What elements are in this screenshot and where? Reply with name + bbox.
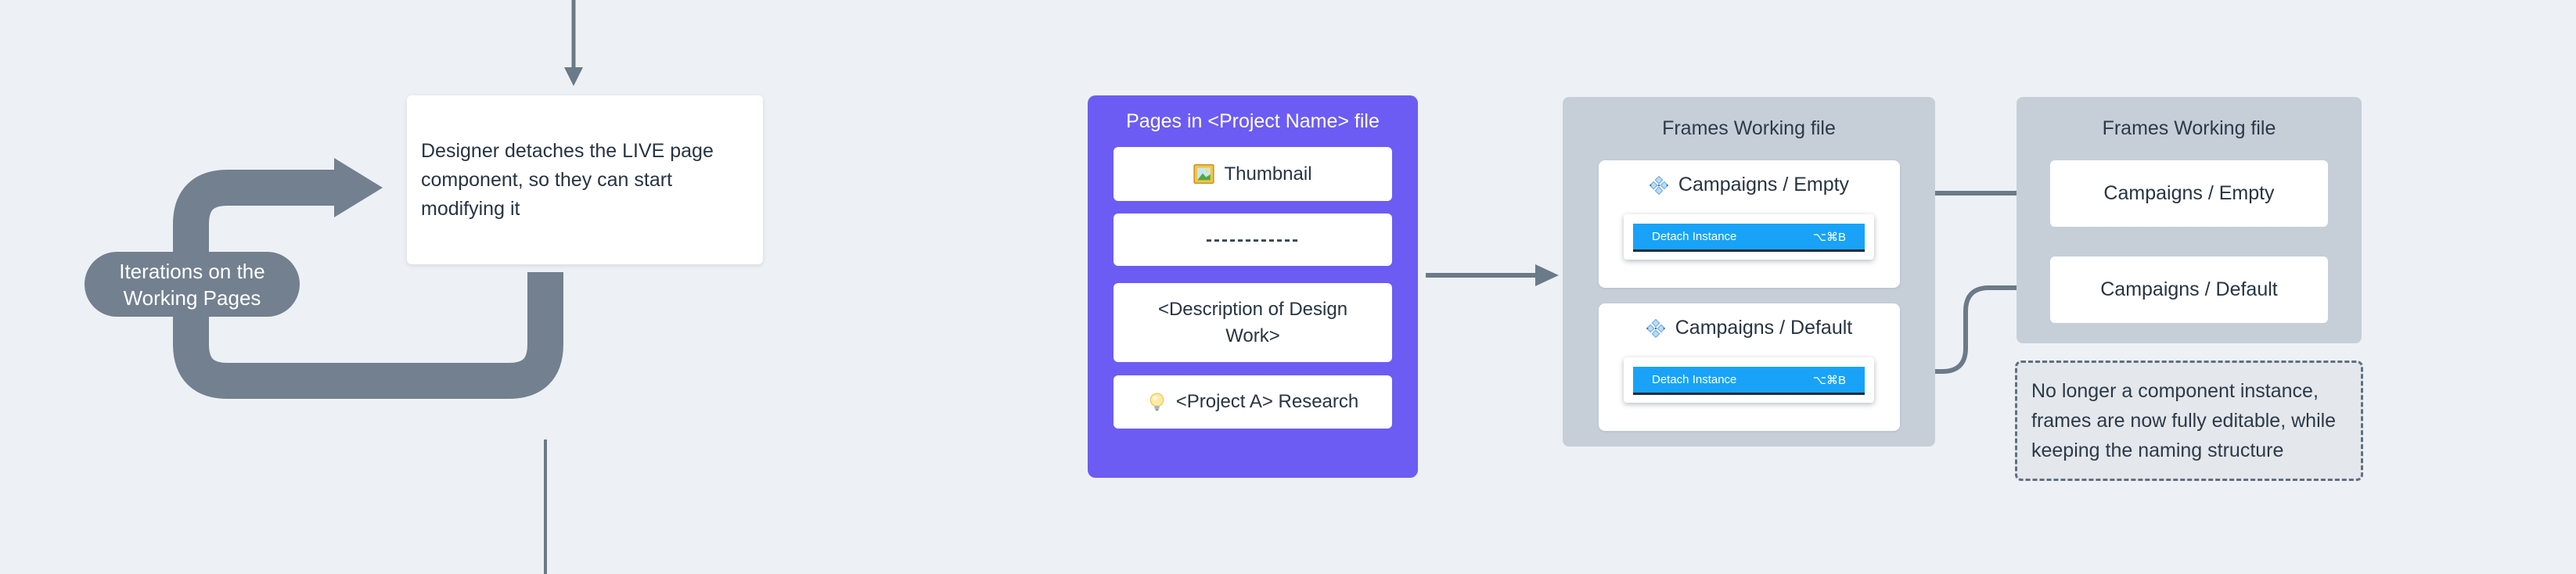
result-card-campaigns-empty[interactable]: Campaigns / Empty	[2050, 160, 2328, 227]
editable-frames-callout[interactable]: No longer a component instance, frames a…	[2015, 361, 2363, 481]
step-note-card[interactable]: Designer detaches the LIVE page componen…	[407, 95, 763, 264]
iteration-loop-label[interactable]: Iterations on the Working Pages	[85, 252, 300, 317]
page-row-label: <Description of Design Work>	[1157, 298, 1348, 346]
callout-text: No longer a component instance, frames a…	[2031, 380, 2337, 461]
pages-to-frames-arrowhead-icon	[1535, 264, 1559, 286]
framed-picture-icon	[1193, 163, 1215, 185]
frames-working-panel[interactable]: Frames Working file	[1563, 97, 1935, 447]
page-row-label: <Project A> Research	[1175, 391, 1359, 412]
frames-working-panel-title: Frames Working file	[1662, 117, 1836, 139]
default-card-arrow	[1906, 285, 2020, 374]
frame-card-title: Campaigns / Empty	[1678, 174, 1850, 196]
menu-item-label: Detach Instance	[1652, 373, 1737, 386]
page-row-thumbnail[interactable]: Thumbnail	[1114, 147, 1392, 201]
context-menu: Detach Instance ⌥⌘B	[1624, 214, 1874, 260]
component-icon	[1646, 318, 1666, 339]
detach-instance-menu-item[interactable]: Detach Instance ⌥⌘B	[1633, 224, 1865, 249]
page-row-label: Thumbnail	[1224, 163, 1312, 185]
frame-card-title: Campaigns / Default	[1675, 317, 1853, 339]
frame-card-campaigns-default[interactable]: Campaigns / Default Detach Instance ⌥⌘B	[1598, 303, 1900, 431]
menu-separator	[1633, 393, 1865, 395]
frames-result-panel-title: Frames Working file	[2102, 117, 2276, 139]
iteration-loop-arrow	[173, 170, 563, 399]
pages-panel[interactable]: Pages in <Project Name> file Thumbnail -…	[1088, 95, 1418, 478]
page-row-research[interactable]: <Project A> Research	[1114, 375, 1392, 429]
menu-item-label: Detach Instance	[1652, 230, 1737, 243]
detach-instance-menu-item[interactable]: Detach Instance ⌥⌘B	[1633, 367, 1865, 393]
page-row-description[interactable]: <Description of Design Work>	[1114, 283, 1392, 362]
iteration-loop-arrowhead-icon	[334, 158, 383, 217]
step-note-text: Designer detaches the LIVE page componen…	[421, 139, 714, 220]
page-row-divider[interactable]: ------------	[1114, 213, 1392, 266]
menu-item-shortcut: ⌥⌘B	[1812, 230, 1846, 244]
result-card-campaigns-default[interactable]: Campaigns / Default	[2050, 257, 2328, 323]
frames-result-panel[interactable]: Frames Working file Campaigns / Empty Ca…	[2017, 97, 2362, 343]
menu-separator	[1633, 249, 1865, 252]
page-row-label: ------------	[1206, 228, 1300, 250]
frame-card-campaigns-empty[interactable]: Campaigns / Empty Detach Instance ⌥⌘B	[1598, 160, 1900, 288]
iteration-loop-label-text: Iterations on the Working Pages	[119, 259, 265, 310]
incoming-flow-arrowhead-icon	[564, 67, 583, 86]
light-bulb-icon	[1147, 392, 1167, 413]
component-icon	[1649, 175, 1669, 196]
menu-item-shortcut: ⌥⌘B	[1812, 373, 1846, 387]
result-card-title: Campaigns / Empty	[2103, 182, 2275, 204]
pages-panel-title: Pages in <Project Name> file	[1126, 109, 1380, 132]
result-card-title: Campaigns / Default	[2100, 278, 2278, 300]
context-menu: Detach Instance ⌥⌘B	[1624, 357, 1874, 403]
